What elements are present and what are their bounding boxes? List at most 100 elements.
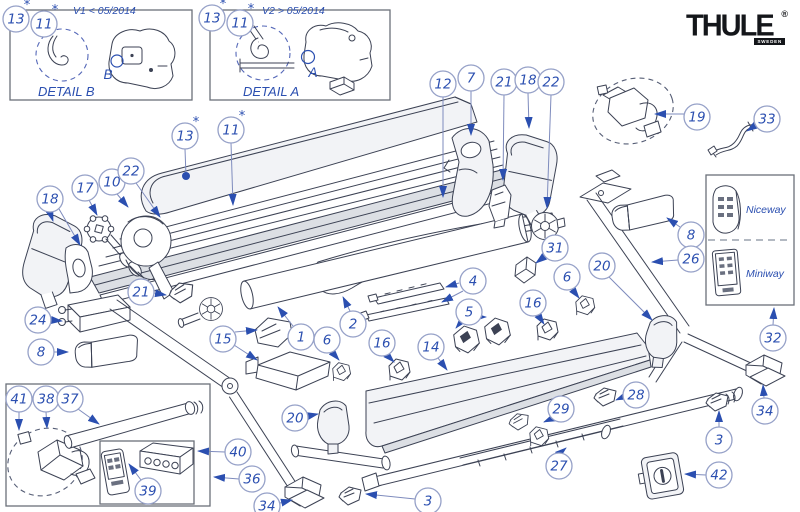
- callout-20: 20: [588, 252, 653, 321]
- thule-logo: THULE ® SWEDEN: [686, 9, 790, 48]
- callout-17: 17: [71, 174, 99, 216]
- svg-text:24: 24: [29, 313, 46, 329]
- callout-29: 29: [543, 395, 575, 423]
- callout-6: 6: [313, 326, 341, 361]
- part-control-unit-40: [139, 442, 194, 475]
- callout-13: 13*: [171, 115, 200, 180]
- svg-text:5: 5: [465, 305, 474, 321]
- callout-8: 8: [27, 338, 69, 366]
- svg-text:36: 36: [243, 472, 260, 488]
- callout-20: 20: [281, 404, 319, 432]
- part-arm-right: [579, 169, 754, 383]
- callout-18: 18: [36, 185, 81, 246]
- part-bracket-7: [443, 128, 494, 217]
- svg-text:15: 15: [214, 332, 231, 348]
- svg-text:4: 4: [469, 274, 478, 290]
- callout-1: 1: [277, 306, 315, 351]
- svg-text:21: 21: [495, 75, 512, 91]
- registered-mark: ®: [781, 9, 788, 19]
- svg-text:13: 13: [176, 129, 193, 145]
- svg-text:22: 22: [122, 164, 139, 180]
- svg-text:31: 31: [546, 241, 563, 257]
- detail-box-a: V2 > 05/2014 DETAIL A A: [209, 5, 391, 101]
- callout-42: 42: [684, 461, 733, 489]
- callout-10: 10: [98, 168, 129, 208]
- part-rail-bits-29: [507, 412, 550, 447]
- svg-text:7: 7: [467, 71, 476, 87]
- svg-text:13: 13: [7, 12, 24, 28]
- part-idler-31: [514, 256, 537, 284]
- svg-text:11: 11: [35, 17, 52, 33]
- svg-text:20: 20: [286, 411, 303, 427]
- svg-text:18: 18: [41, 192, 58, 208]
- callout-27: 27: [545, 447, 573, 480]
- brand-wordmark: THULE: [686, 9, 775, 43]
- svg-text:10: 10: [103, 175, 120, 191]
- svg-text:*: *: [52, 3, 59, 18]
- part-switch-42: [637, 452, 685, 500]
- callout-7: 7: [457, 64, 485, 136]
- svg-text:*: *: [220, 0, 227, 12]
- callout-12: 12: [429, 70, 457, 198]
- callout-13: 13*: [2, 0, 31, 33]
- svg-text:11: 11: [231, 16, 248, 32]
- callout-34: 34: [253, 492, 293, 512]
- niceway-label: Niceway: [746, 204, 786, 216]
- part-arm-left: [109, 299, 325, 509]
- part-bracket-21r: [488, 184, 512, 229]
- part-motor-38: [37, 439, 96, 485]
- svg-text:2: 2: [349, 317, 358, 333]
- remote-options-box: Niceway Miniway: [705, 174, 795, 306]
- callout-28: 28: [615, 381, 650, 409]
- callout-5: 5: [455, 298, 487, 329]
- part-clip-3l: [338, 486, 362, 506]
- callout-6: 6: [553, 263, 581, 299]
- callout-26: 26: [651, 245, 705, 273]
- part-cylinder-right: [609, 193, 678, 234]
- part-clamp-6a: [332, 362, 351, 381]
- part-motor-tube-37: [63, 400, 204, 449]
- svg-text:38: 38: [37, 392, 54, 408]
- svg-text:27: 27: [550, 459, 568, 475]
- part-remote-39: [100, 448, 130, 496]
- callout-37: 37: [56, 385, 100, 425]
- callout-22: 22: [537, 68, 565, 209]
- part-mount-bracket: [58, 294, 131, 333]
- part-clamp-16b: [536, 318, 559, 341]
- version-note-v2: V2 > 05/2014: [262, 5, 325, 17]
- svg-text:41: 41: [10, 392, 27, 408]
- part-clip-28: [593, 387, 617, 407]
- svg-text:*: *: [239, 109, 246, 124]
- callout-4: 4: [441, 267, 487, 303]
- svg-text:13: 13: [203, 11, 220, 27]
- part-clamp-16a: [388, 358, 411, 381]
- callout-13: 13*: [198, 0, 227, 32]
- svg-text:39: 39: [139, 484, 156, 500]
- part-cylinder-left: [73, 333, 141, 370]
- part-clamp-6b: [575, 295, 596, 316]
- callout-16: 16: [368, 329, 396, 363]
- svg-text:20: 20: [593, 259, 610, 275]
- svg-text:32: 32: [764, 331, 781, 347]
- exploded-parts-art: [18, 77, 786, 509]
- niceway-remote: [712, 185, 741, 234]
- callout-2: 2: [339, 296, 367, 338]
- callout-39: 39: [128, 463, 162, 505]
- callout-8: 8: [666, 217, 705, 249]
- svg-text:14: 14: [422, 340, 439, 356]
- callout-24: 24: [24, 306, 63, 334]
- callout-40: 40: [197, 438, 252, 466]
- part-tension-rail-27: [361, 386, 743, 492]
- svg-text:3: 3: [424, 494, 433, 510]
- version-note-v1: V1 < 05/2014: [73, 5, 136, 17]
- callout-36: 36: [213, 465, 266, 493]
- callout-22: 22: [117, 157, 161, 218]
- miniway-remote: [711, 248, 742, 297]
- part-roller-bearing: [167, 281, 223, 328]
- svg-text:18: 18: [519, 73, 536, 89]
- svg-text:8: 8: [37, 345, 46, 361]
- miniway-label: Miniway: [746, 268, 785, 280]
- part-fabric-roll: [240, 212, 557, 310]
